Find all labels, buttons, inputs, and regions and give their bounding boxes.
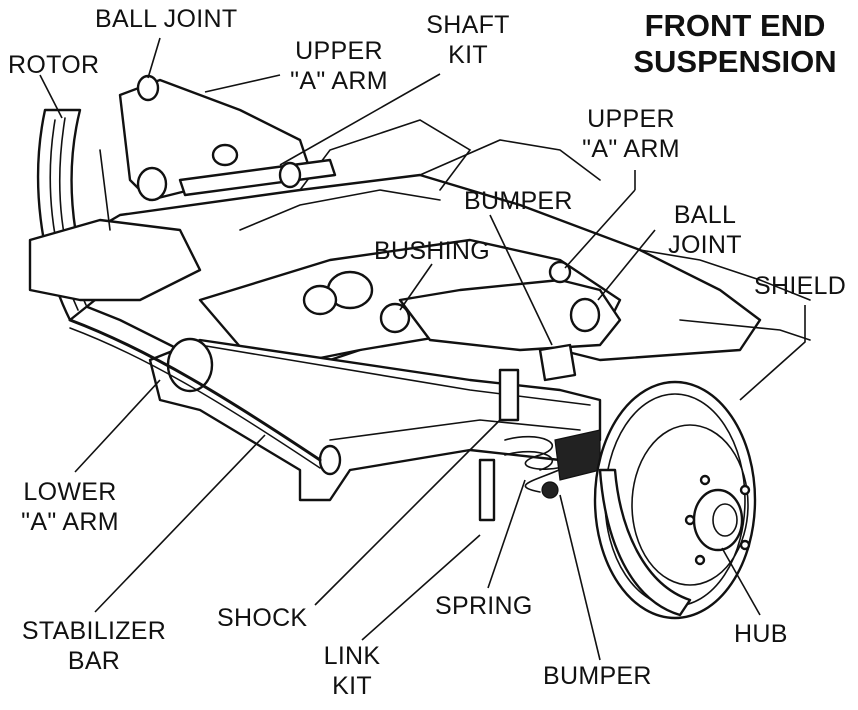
right-upper-a-arm-part xyxy=(398,260,622,382)
leader-shaft-kit xyxy=(279,73,441,166)
leader-hub xyxy=(721,547,761,616)
leader-link-kit xyxy=(361,534,481,641)
label-upper-a-arm-right-line1: UPPER xyxy=(587,105,675,133)
leader-ball-joint-left xyxy=(147,37,161,79)
leader-upper-a-arm-right-2 xyxy=(564,189,636,269)
leader-ball-joint-right xyxy=(597,229,656,301)
label-bumper-lower: BUMPER xyxy=(543,662,652,690)
label-link-kit-line1: LINK xyxy=(323,642,381,670)
lower-a-arm-part xyxy=(148,337,602,502)
label-shock: SHOCK xyxy=(217,604,308,632)
leader-bumper-lower xyxy=(559,494,601,661)
leader-stabilizer-bar xyxy=(94,434,266,613)
leader-spring xyxy=(487,479,526,589)
center-bushings xyxy=(302,270,411,334)
label-lower-a-arm: LOWER "A" ARM xyxy=(8,477,132,537)
label-shield: SHIELD xyxy=(754,272,847,300)
right-rotor-part xyxy=(593,380,757,620)
label-ball-joint-left: BALL JOINT xyxy=(95,5,238,33)
leader-rotor xyxy=(39,74,63,119)
stabilizer-bar-part xyxy=(68,318,322,469)
spring-shock-part xyxy=(478,368,571,522)
label-upper-a-arm-left: UPPER "A" ARM xyxy=(285,36,393,96)
label-ball-joint-right-line1: BALL xyxy=(673,201,737,229)
label-shaft-kit: SHAFT KIT xyxy=(418,10,518,70)
label-lower-a-arm-line1: LOWER xyxy=(23,478,117,506)
title-line-1: FRONT END xyxy=(644,8,826,43)
leader-bushing xyxy=(399,263,433,311)
diagram-title: FRONT END SUSPENSION xyxy=(620,8,850,80)
label-ball-joint-right: BALL JOINT xyxy=(660,200,750,260)
label-upper-a-arm-right: UPPER "A" ARM xyxy=(572,104,690,164)
label-rotor: ROTOR xyxy=(8,51,100,79)
dark-components xyxy=(541,429,601,499)
leader-bumper-upper xyxy=(489,214,553,346)
shaft-kit-part xyxy=(178,143,337,197)
label-link-kit: LINK KIT xyxy=(310,641,394,701)
label-bushing: BUSHING xyxy=(374,237,491,265)
label-stabilizer-bar: STABILIZER BAR xyxy=(10,616,178,676)
label-bumper-upper: BUMPER xyxy=(464,187,573,215)
leader-shock xyxy=(314,419,501,606)
label-upper-a-arm-right-line2: "A" ARM xyxy=(582,135,680,163)
label-shaft-kit-line2: KIT xyxy=(448,41,488,69)
label-shaft-kit-line1: SHAFT xyxy=(426,11,510,39)
label-stabilizer-bar-line1: STABILIZER xyxy=(21,617,167,645)
label-ball-joint-right-line2: JOINT xyxy=(668,231,742,259)
label-stabilizer-bar-line2: BAR xyxy=(67,647,121,675)
leader-lower-a-arm xyxy=(74,379,161,473)
title-line-2: SUSPENSION xyxy=(633,44,837,79)
leader-lines xyxy=(39,37,806,661)
leader-shield xyxy=(739,305,806,401)
label-upper-a-arm-left-line2: "A" ARM xyxy=(290,67,388,95)
leader-upper-a-arm-left xyxy=(204,74,281,93)
label-spring: SPRING xyxy=(435,592,533,620)
label-lower-a-arm-line2: "A" ARM xyxy=(21,508,119,536)
label-upper-a-arm-left-line1: UPPER xyxy=(295,37,383,65)
label-hub: HUB xyxy=(734,620,788,648)
label-link-kit-line2: KIT xyxy=(332,672,372,700)
